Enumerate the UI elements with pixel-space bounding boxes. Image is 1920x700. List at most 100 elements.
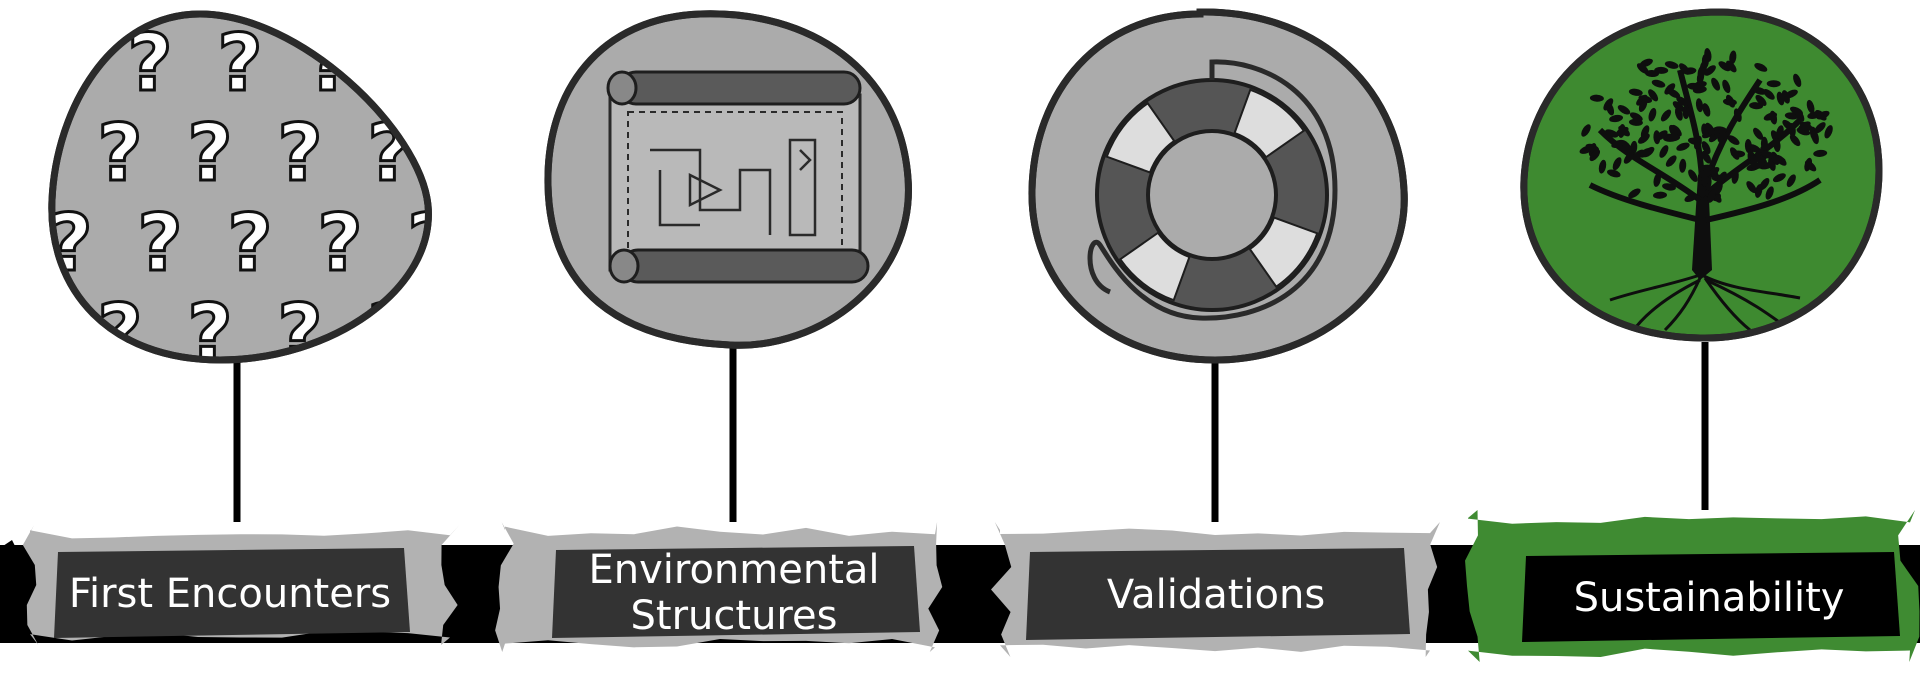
question-mark-glyph: ? [187, 289, 232, 379]
tree-leaf [1727, 135, 1740, 145]
tree-leaf [1628, 118, 1643, 126]
tree-leaf [1714, 181, 1723, 195]
step-label-line: Structures [631, 593, 838, 639]
tree-leaf [1766, 80, 1781, 88]
tree-leaf [1585, 143, 1600, 152]
tree-leaf [1611, 139, 1625, 148]
tree-leaf [1589, 149, 1601, 162]
tree-leaf [1731, 169, 1739, 184]
tree-root [1701, 273, 1801, 300]
tree-leaf [1684, 193, 1698, 203]
tree-leaf [1632, 149, 1645, 160]
stone-blob-outline [48, 10, 432, 364]
tree-leaf [1730, 147, 1740, 160]
tree-leaf [1676, 96, 1689, 107]
tree-leaf [1630, 140, 1638, 155]
tree-leaf [1796, 127, 1811, 136]
step-label-line: Validations [1107, 572, 1325, 618]
step-label-line: Sustainability [1574, 575, 1845, 621]
tree-root [1663, 277, 1702, 332]
question-mark-glyph: ? [217, 19, 262, 109]
question-mark-glyph: ? [397, 19, 442, 109]
tree-leaf [1659, 145, 1669, 158]
step-first-encounters: ?????????????????First Encounters [22, 10, 460, 645]
question-mark-glyph: ? [317, 199, 362, 289]
tree-branch [1588, 182, 1701, 223]
stone-blob-outline [1520, 8, 1883, 342]
tree-leaf [1666, 134, 1681, 142]
tree-leaf [1811, 130, 1819, 145]
tree-leaf [1676, 142, 1690, 151]
tree-leaf [1664, 61, 1679, 69]
tree-leaf [1708, 131, 1720, 143]
tree-leaf [1679, 158, 1687, 173]
tree-leaf [1697, 184, 1706, 198]
tree-leaf [1609, 114, 1624, 123]
tree-leaf [1793, 73, 1802, 88]
scroll-top-roll [618, 70, 862, 106]
stone-blob-outline [544, 10, 912, 349]
tree-leaf [1581, 124, 1591, 137]
tree-leaf [1607, 169, 1621, 178]
tree-leaf [1589, 94, 1604, 102]
step-sustainability: Sustainability [1465, 8, 1920, 662]
tree-leaf [1784, 89, 1798, 99]
stone-blob-outline [1028, 8, 1408, 364]
tree-leaf [1753, 127, 1764, 140]
scroll-dashed-frame [627, 111, 843, 253]
tree-leaf [1814, 122, 1826, 134]
tree-leaf [1701, 150, 1711, 164]
tree-leaf [1687, 137, 1702, 145]
tree-leaf [1725, 94, 1736, 108]
tree-leaf [1710, 165, 1719, 180]
label-box [1522, 552, 1900, 642]
tree-leaf [1705, 122, 1715, 136]
tree-leaf [1623, 151, 1634, 164]
tree-leaf [1598, 159, 1607, 174]
life-ring-hole [1146, 129, 1278, 261]
tree-leaf [1788, 123, 1796, 137]
tree-leaf [1638, 133, 1650, 144]
tree-leaf [1804, 160, 1817, 172]
tree-leaf [1636, 63, 1649, 74]
scroll-sheet [608, 93, 862, 272]
tree-leaf [1701, 141, 1711, 155]
tree-leaf [1806, 99, 1815, 114]
tree-leaf [1733, 108, 1742, 122]
tree-leaf [1603, 98, 1614, 111]
tree-leaf [1638, 98, 1648, 112]
tree-leaf [1651, 79, 1666, 88]
life-ring-icon [1087, 59, 1338, 321]
step-validations: Validations [991, 8, 1440, 657]
tree-branch [1705, 177, 1822, 223]
label-box [54, 548, 410, 638]
tree-leaf [1750, 155, 1758, 170]
question-mark-glyph: ? [187, 109, 232, 199]
tree-leaf [1754, 63, 1768, 72]
tree-root [1609, 273, 1701, 302]
tree-branch [1597, 127, 1702, 203]
question-mark-glyph: ? [277, 289, 322, 379]
tree-leaf [1786, 174, 1796, 188]
tree-leaf [1628, 188, 1641, 199]
label-box [1026, 548, 1410, 640]
tree-leaf [1653, 191, 1667, 199]
tree-leaf [1686, 82, 1701, 90]
tree-leaf [1664, 83, 1676, 95]
tree-leaf [1617, 105, 1631, 115]
tree-leaf [1707, 189, 1716, 203]
tree-leaf [1648, 89, 1659, 102]
tree-leaf [1711, 77, 1721, 91]
tree-leaf [1712, 126, 1727, 134]
tree-leaf [1645, 69, 1659, 78]
tree-leaf [1726, 60, 1737, 73]
tree-leaf [1653, 130, 1661, 145]
tree-leaf [1698, 169, 1712, 178]
tree-leaf [1824, 125, 1833, 139]
tree-leaf [1718, 61, 1731, 72]
tree-leaf [1760, 136, 1768, 151]
life-ring-rope [1087, 59, 1338, 321]
tree-leaf [1749, 102, 1764, 110]
